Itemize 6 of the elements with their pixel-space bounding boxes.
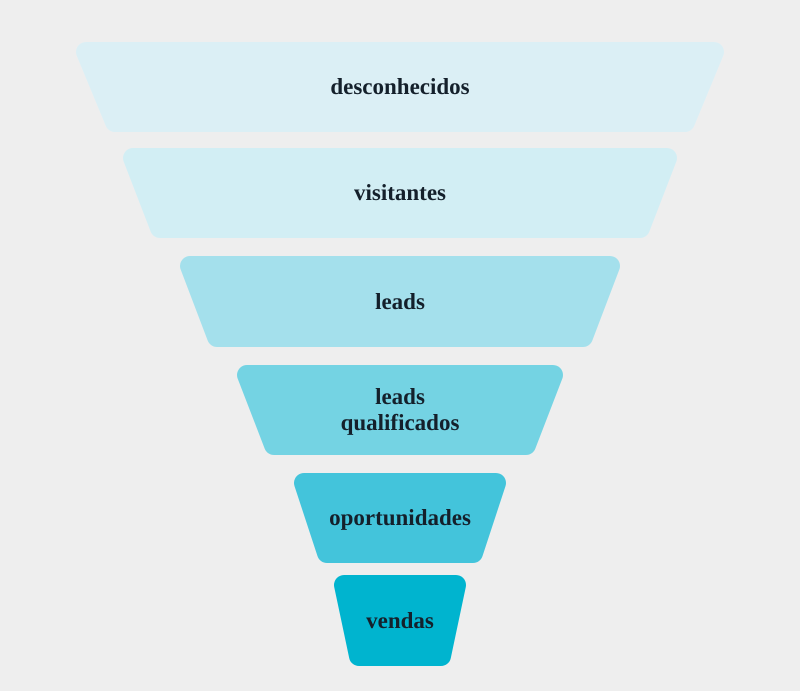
stage-label: desconhecidos <box>330 74 470 100</box>
stage-label: visitantes <box>354 180 446 206</box>
stage-label: vendas <box>366 608 434 634</box>
stage-label: oportunidades <box>329 505 471 531</box>
stage-label: leads qualificados <box>340 384 460 436</box>
stage-label: leads <box>375 288 425 314</box>
